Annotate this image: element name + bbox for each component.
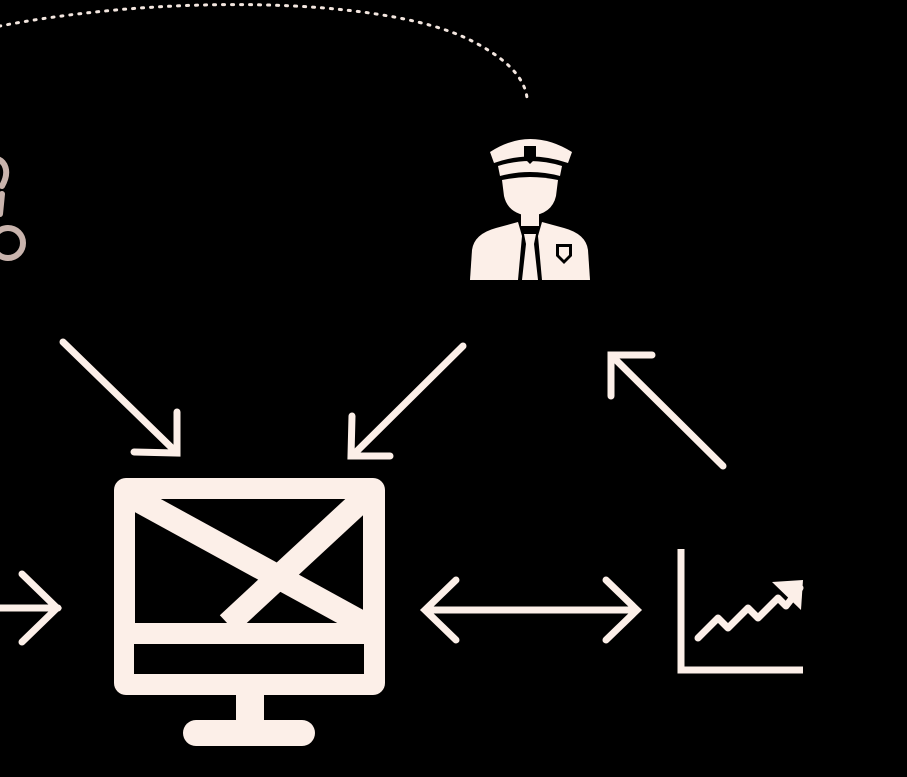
growth-chart-icon bbox=[677, 549, 804, 674]
double-arrow-monitor-chart bbox=[419, 576, 643, 644]
monitor-envelope-icon bbox=[114, 478, 385, 746]
dotted-connector bbox=[0, 3, 529, 100]
arrow-left-to-monitor bbox=[0, 570, 63, 646]
police-officer-icon bbox=[470, 139, 590, 280]
arrow-officer-to-monitor bbox=[347, 342, 467, 460]
arrow-chart-to-officer bbox=[607, 351, 727, 470]
arrow-topleft-to-monitor bbox=[59, 338, 181, 457]
handcuffs-icon bbox=[0, 156, 26, 261]
